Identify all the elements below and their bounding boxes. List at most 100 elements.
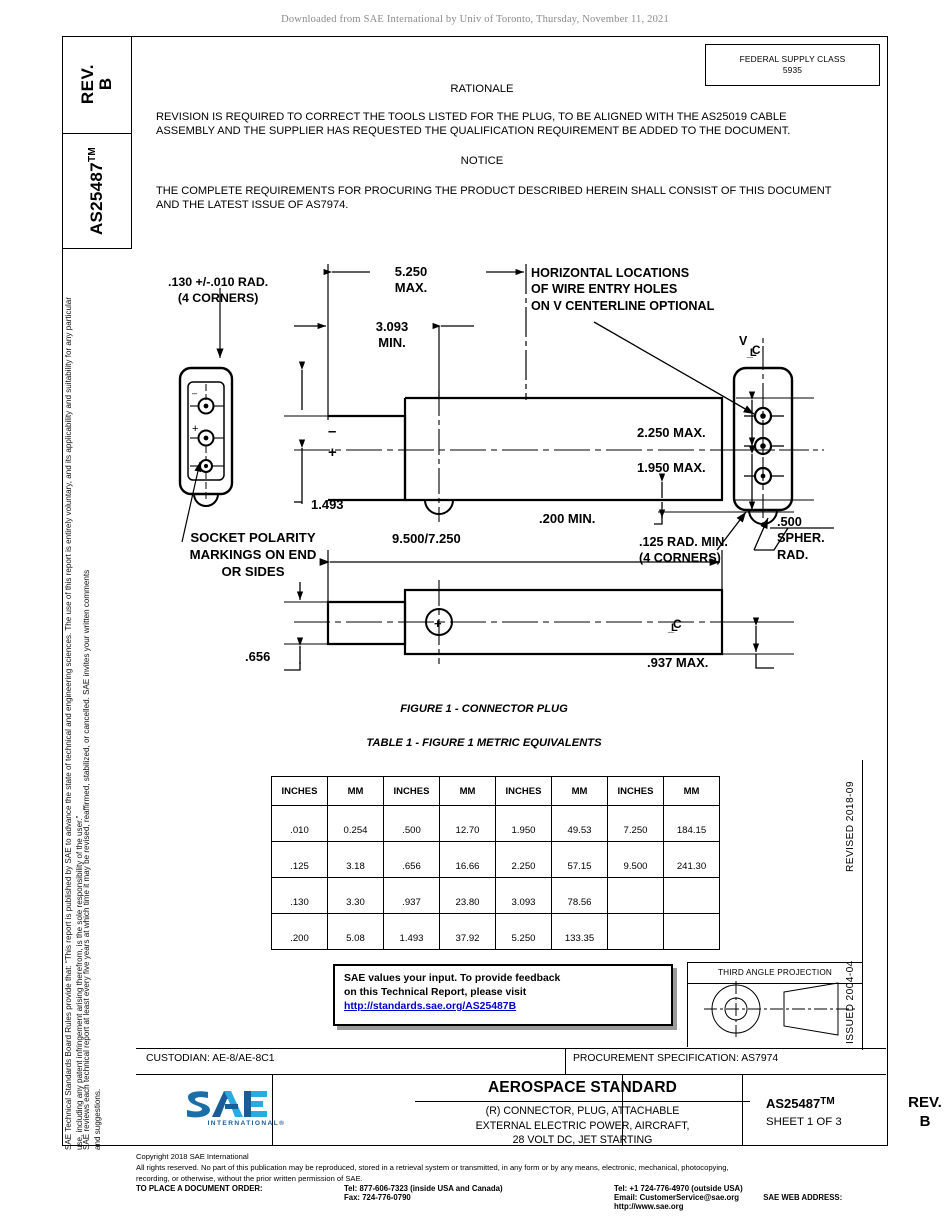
callout-spherical-rad: .500 SPHER. RAD.: [777, 514, 825, 563]
cell: 78.56: [551, 877, 608, 914]
title-block-rule: [415, 1101, 750, 1103]
spher-line3: RAD.: [777, 546, 809, 562]
callout-rad-130-line2: (4 CORNERS): [177, 290, 259, 305]
footer-email-web: Email: CustomerService@sae.org SAE WEB A…: [614, 1193, 896, 1211]
standards-board-boilerplate: SAE Technical Standards Board Rules prov…: [64, 280, 84, 1150]
right-column-divider: [862, 760, 864, 1050]
title-block-divider-3: [742, 1075, 744, 1146]
sae-logo-mark: [187, 1091, 267, 1118]
dim-2250-1950: [658, 391, 824, 513]
title-block-part-number: AS25487TM: [766, 1096, 874, 1111]
side-profile-view: – +: [294, 390, 774, 522]
feedback-link[interactable]: http://standards.sae.org/AS25487B: [344, 1001, 517, 1013]
metric-equivalents-table: INCHES MM INCHES MM INCHES MM INCHES MM …: [271, 776, 720, 950]
trademark-mark: TM: [86, 146, 98, 163]
cell: .010: [271, 805, 328, 842]
rights-line-2: recording, or otherwise, without the pri…: [136, 1173, 363, 1183]
table-header-row: INCHES MM INCHES MM INCHES MM INCHES MM: [271, 776, 720, 806]
col-header: MM: [327, 776, 384, 806]
callout-rad-130: .130 +/-.010 RAD. (4 CORNERS): [168, 275, 268, 306]
cell: .130: [271, 877, 328, 914]
v-label: V: [739, 334, 748, 348]
document-frame: [62, 36, 888, 1146]
cell: 0.254: [327, 805, 384, 842]
horiz-note-line2: OF WIRE ENTRY HOLES: [531, 282, 678, 297]
callout-rad-125: .125 RAD. MIN. (4 CORNERS): [639, 534, 728, 566]
cell: .125: [271, 841, 328, 878]
cell: 5.08: [327, 913, 384, 950]
sheet-number: SHEET 1 OF 3: [766, 1116, 842, 1128]
sae-logo: INTERNATIONAL®: [184, 1089, 309, 1127]
review-boilerplate: SAE reviews each technical report at lea…: [82, 560, 102, 1150]
callout-dim-1493: 1.493: [311, 497, 344, 512]
cell: 3.30: [327, 877, 384, 914]
subtitle-line3: 28 VOLT DC, JET STARTING: [512, 1134, 653, 1147]
cell: [663, 913, 720, 950]
callout-dim-656: .656: [245, 649, 271, 664]
svg-text:+: +: [192, 423, 198, 435]
feedback-box: SAE values your input. To provide feedba…: [333, 964, 673, 1026]
col-header: INCHES: [383, 776, 440, 806]
callout-dim-5250: 5.250 MAX.: [371, 264, 451, 295]
revision-word: REV.: [908, 1094, 942, 1111]
cell: 23.80: [439, 877, 496, 914]
spher-line2: SPHER.: [777, 530, 825, 546]
callout-rad-130-line1: .130 +/-.010 RAD.: [168, 275, 269, 289]
figure-caption: FIGURE 1 - CONNECTOR PLUG: [400, 703, 568, 715]
feedback-line1: SAE values your input. To provide feedba…: [344, 973, 561, 984]
socket-note-line2: MARKINGS ON END: [189, 546, 317, 562]
cell: 3.093: [495, 877, 552, 914]
rev-cell-label: REV. B: [77, 64, 115, 105]
end-view-socket-face: – +: [178, 366, 234, 507]
aerospace-standard-title: AEROSPACE STANDARD: [488, 1079, 677, 1096]
title-block-revision: REV. B: [884, 1094, 950, 1132]
part-number-value: AS25487: [766, 1096, 821, 1111]
callout-dim-937: .937 MAX.: [647, 655, 709, 670]
part-number-text: AS25487: [86, 162, 106, 236]
part-number-tm: TM: [820, 1096, 835, 1107]
title-block-divider-1: [272, 1075, 274, 1146]
order-label: TO PLACE A DOCUMENT ORDER:: [136, 1184, 263, 1194]
dim-3093-modifier: MIN.: [378, 334, 406, 350]
table-row: .125 3.18 .656 16.66 2.250 57.15 9.500 2…: [271, 841, 720, 878]
horiz-note-line3: ON V CENTERLINE OPTIONAL: [531, 298, 715, 313]
third-angle-projection-block: THIRD ANGLE PROJECTION: [687, 962, 862, 1047]
plan-centerline-symbol: C ̲L: [671, 617, 682, 634]
custodian-strip-divider: [565, 1048, 567, 1075]
cell: 57.15: [551, 841, 608, 878]
part-number-cell-label: AS25487TM: [87, 147, 107, 235]
third-angle-projection-label: THIRD ANGLE PROJECTION: [717, 968, 833, 977]
col-header: MM: [663, 776, 720, 806]
part-number-cell: AS25487TM: [62, 134, 132, 249]
socket-note-line3: OR SIDES: [221, 563, 285, 579]
end-view-right: [732, 346, 794, 525]
cell: 1.493: [383, 913, 440, 950]
cell: .937: [383, 877, 440, 914]
col-header: MM: [551, 776, 608, 806]
cell: 9.500: [607, 841, 664, 878]
revised-date-block: REVISED 2018-09: [845, 762, 861, 872]
cell: [607, 877, 664, 914]
rev-cell: REV. B: [62, 36, 132, 134]
svg-text:+: +: [328, 444, 337, 461]
svg-text:–: –: [328, 423, 336, 440]
cell: [663, 877, 720, 914]
dim-3093-value: 3.093: [375, 319, 409, 334]
callout-dim-3093: 3.093 MIN.: [352, 319, 432, 350]
cell: 3.18: [327, 841, 384, 878]
dim-937: [722, 617, 794, 669]
third-angle-projection-symbol: [704, 981, 858, 1037]
dim-1493: [284, 361, 328, 504]
cell: 37.92: [439, 913, 496, 950]
subtitle-line2: EXTERNAL ELECTRIC POWER, AIRCRAFT,: [475, 1119, 690, 1132]
callout-v-centerline: V C ̲L: [739, 334, 761, 359]
callout-horizontal-note: HORIZONTAL LOCATIONS OF WIRE ENTRY HOLES…: [531, 265, 714, 314]
rights-line-1: All rights reserved. No part of this pub…: [136, 1162, 729, 1172]
cell: 133.35: [551, 913, 608, 950]
cell: [607, 913, 664, 950]
col-header: INCHES: [495, 776, 552, 806]
table-row: .130 3.30 .937 23.80 3.093 78.56: [271, 877, 720, 914]
third-angle-divider: [688, 983, 862, 985]
issued-date-block: ISSUED 2004-04: [845, 864, 861, 1044]
boilerplate-text-2: SAE reviews each technical report at lea…: [82, 569, 102, 1150]
